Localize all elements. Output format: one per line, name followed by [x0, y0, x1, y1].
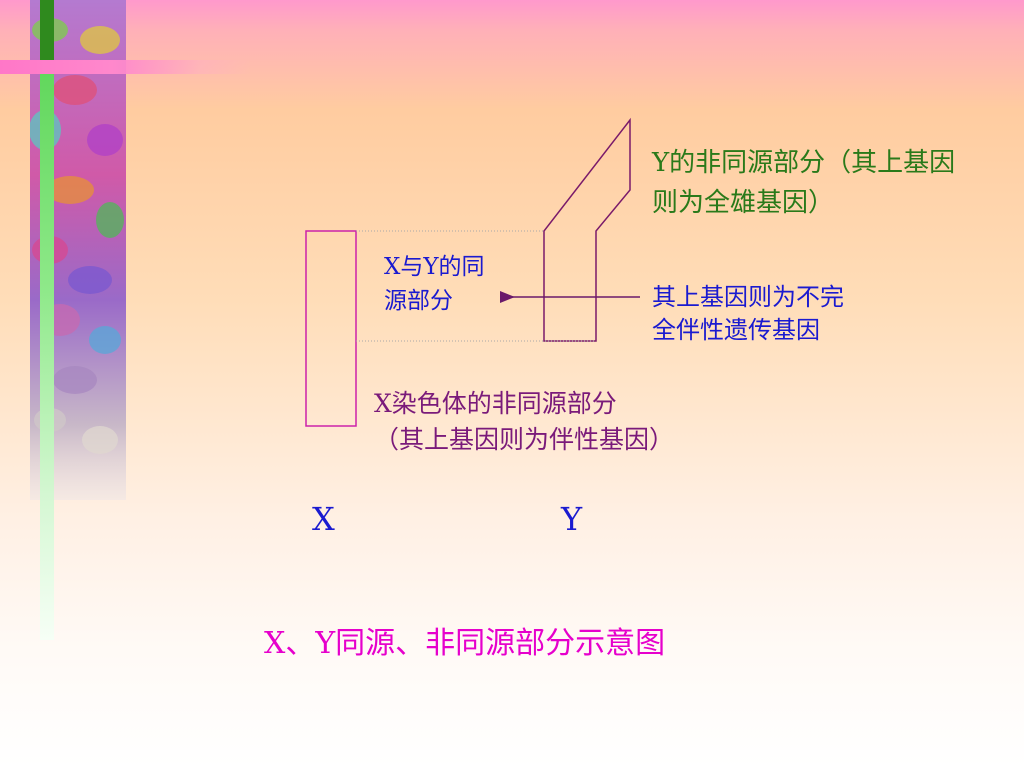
x-nonhomologous-label-line1: X染色体的非同源部分 [374, 389, 617, 418]
decorative-horizontal-bar [0, 60, 250, 74]
x-chromosome-shape [305, 230, 357, 427]
y-nonhomologous-label-line1: Y的非同源部分（其上基因 [652, 148, 956, 178]
homologous-label-line1: X与Y的同 [384, 254, 485, 280]
x-nonhomologous-label-line2: （其上基因则为伴性基因） [374, 425, 675, 454]
decorative-vertical-bar [40, 60, 54, 640]
incomplete-sexlinked-label-line2: 全伴性遗传基因 [652, 316, 820, 344]
y-nonhomologous-label-line2: 则为全雄基因） [652, 188, 835, 218]
x-chromosome-label: X [312, 500, 335, 538]
diagram-caption: X、Y同源、非同源部分示意图 [264, 626, 666, 661]
incomplete-sexlinked-label-line1: 其上基因则为不完 [652, 283, 844, 311]
y-chromosome-shape [543, 117, 631, 342]
y-chromosome-label: Y [561, 500, 583, 538]
decorative-vertical-bar-top [40, 0, 54, 60]
homologous-label-line2: 源部分 [384, 288, 453, 314]
